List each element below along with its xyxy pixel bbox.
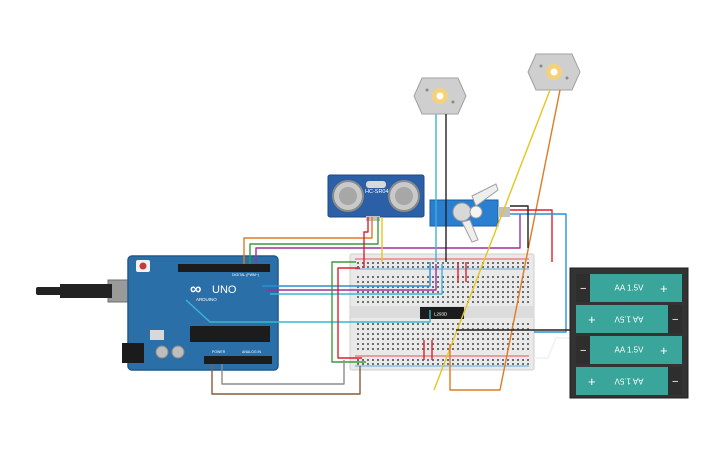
digital-header xyxy=(178,264,270,272)
power-header-label: POWER xyxy=(212,350,226,354)
battery-plus: + xyxy=(660,281,668,296)
power-analog-header xyxy=(204,356,272,364)
battery-minus: − xyxy=(580,283,586,295)
wire-vcc-rail xyxy=(337,267,362,359)
battery-cell: − + AA 1.5V xyxy=(576,305,682,333)
dc-motor-2 xyxy=(527,53,581,91)
wire-gnd-rail xyxy=(331,261,366,363)
battery-label: AA 1.5V xyxy=(614,315,644,324)
atmega-chip xyxy=(190,326,270,342)
usb-cable xyxy=(60,284,112,298)
power-jack xyxy=(122,343,144,363)
battery-plus: + xyxy=(660,343,668,358)
wire-in3 xyxy=(185,299,431,323)
arduino-model: UNO xyxy=(212,284,237,296)
sensor-label: HC-SR04 xyxy=(365,189,389,195)
battery-cells: − + AA 1.5V − + AA 1.5V − + AA 1.5V − + AA 1.5V xyxy=(576,274,682,395)
battery-label: AA 1.5V xyxy=(615,284,645,293)
wire-motor2-b xyxy=(449,89,561,391)
wire-servo-signal xyxy=(255,214,521,264)
battery-cell: − + AA 1.5V xyxy=(576,367,682,395)
battery-cell: − + AA 1.5V xyxy=(576,274,682,302)
reset-button xyxy=(139,262,147,270)
wire-gnd xyxy=(211,364,361,395)
battery-pack: − + AA 1.5V − + AA 1.5V − + AA 1.5V − + AA 1.5V xyxy=(569,267,689,399)
servo-horn xyxy=(471,183,499,207)
analog-header-label: ANALOG IN xyxy=(242,350,262,354)
battery-minus: − xyxy=(672,314,678,326)
micro-servo xyxy=(429,183,510,243)
battery-label: AA 1.5V xyxy=(615,346,645,355)
l293d-label: L293D xyxy=(434,312,448,317)
wire-servo-ground2 xyxy=(510,205,529,248)
digital-header-label: DIGITAL (PWM~) xyxy=(232,273,259,277)
battery-minus: − xyxy=(672,376,678,388)
ultrasonic-sensor: HC-SR04 xyxy=(327,174,425,221)
wire-trig xyxy=(243,217,373,264)
arduino-brand: ARDUINO xyxy=(196,297,217,302)
battery-minus: − xyxy=(580,345,586,357)
battery-cell: − + AA 1.5V xyxy=(576,336,682,364)
wire-in2 xyxy=(270,264,443,295)
battery-label: AA 1.5V xyxy=(614,377,644,386)
wire-5v xyxy=(221,360,345,385)
arduino-uno: ∞ UNO ARDUINO DIGITAL (PWM~) POWER ANALO… xyxy=(36,255,279,371)
wire-echo xyxy=(249,217,379,264)
battery-plus: + xyxy=(588,374,596,389)
wire-en1 xyxy=(262,262,431,287)
wire-servo-vcc xyxy=(510,209,553,262)
breadboard-holes xyxy=(357,262,529,365)
wire-in1 xyxy=(266,264,437,291)
battery-plus: + xyxy=(588,312,596,327)
wire-servo-gnd xyxy=(510,213,567,333)
wire-battery-pos xyxy=(534,337,580,359)
l293d-chip: L293D xyxy=(420,307,464,319)
wire-sensor-vcc xyxy=(363,217,369,268)
wires xyxy=(185,89,600,395)
wire-motor2-a xyxy=(433,89,551,391)
arduino-logo: ∞ xyxy=(190,281,201,298)
dc-motor-1 xyxy=(413,77,467,115)
